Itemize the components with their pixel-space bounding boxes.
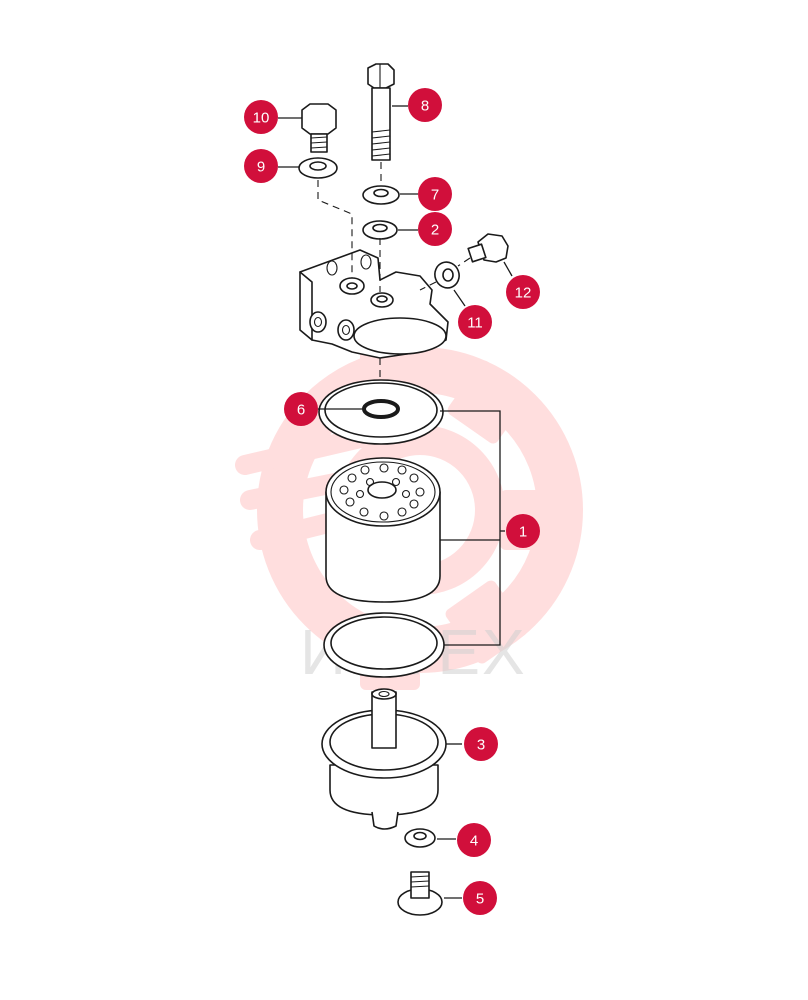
part-8-bolt	[367, 63, 395, 161]
callout-8: 8	[408, 88, 442, 122]
leader-lines	[278, 105, 513, 899]
callout-3: 3	[464, 727, 498, 761]
svg-text:11: 11	[467, 315, 483, 332]
callout-7: 7	[418, 177, 452, 211]
callout-5: 5	[463, 881, 497, 915]
svg-text:12: 12	[515, 285, 532, 302]
svg-text:10: 10	[253, 110, 270, 127]
svg-text:8: 8	[421, 98, 429, 115]
part-12-plug	[467, 233, 509, 263]
part-5-drain-plug	[397, 871, 443, 916]
gasket-ring-upper	[318, 379, 444, 445]
callout-12: 12	[506, 275, 540, 309]
part-7-washer	[362, 185, 400, 205]
part-9-washer	[298, 157, 338, 179]
filter-head-housing	[299, 249, 449, 359]
svg-text:5: 5	[476, 891, 484, 908]
svg-text:4: 4	[470, 833, 478, 850]
callout-9: 9	[244, 149, 278, 183]
callout-6: 6	[284, 392, 318, 426]
svg-text:6: 6	[297, 402, 305, 419]
callout-1: 1	[506, 514, 540, 548]
svg-text:2: 2	[431, 222, 439, 239]
svg-text:1: 1	[519, 524, 527, 541]
callout-2: 2	[418, 212, 452, 246]
part-10-plug-screw	[301, 103, 337, 153]
gasket-ring-lower	[323, 612, 445, 678]
part-2-washer	[362, 220, 398, 240]
part-11-seal-ring	[434, 261, 460, 289]
svg-text:3: 3	[477, 737, 485, 754]
part-4-washer	[404, 828, 436, 848]
callout-4: 4	[457, 823, 491, 857]
callout-10: 10	[244, 100, 278, 134]
svg-text:9: 9	[257, 159, 265, 176]
part-3-bowl	[321, 688, 447, 830]
svg-text:7: 7	[431, 187, 439, 204]
filter-cartridge	[325, 457, 441, 603]
callout-11: 11	[458, 305, 492, 339]
